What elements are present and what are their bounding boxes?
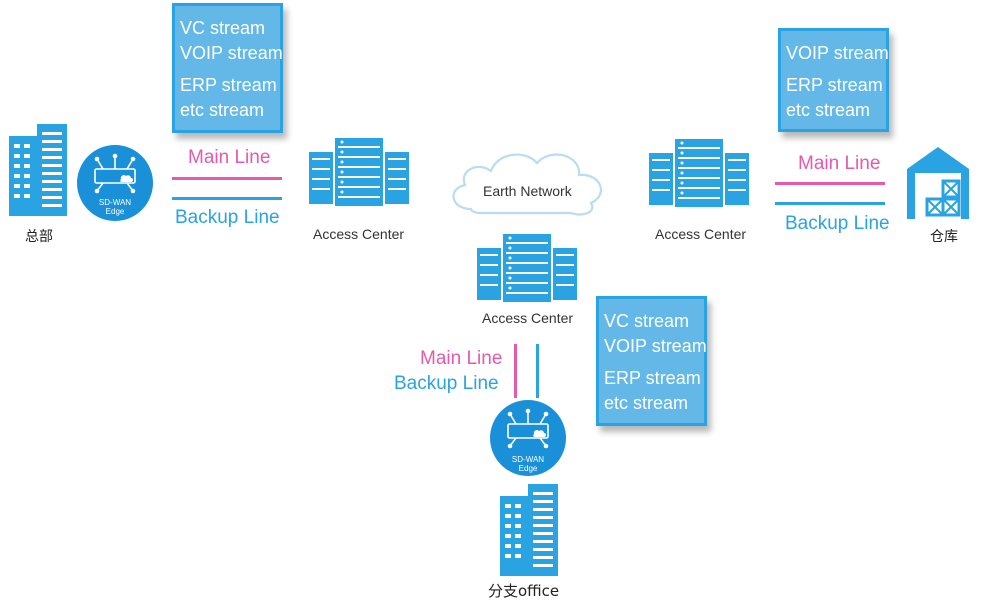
office-building-icon	[498, 484, 560, 576]
branch-stream-item: VOIP stream	[604, 336, 707, 356]
warehouse-stream-item: VOIP stream	[786, 43, 889, 63]
office-building-icon	[7, 124, 69, 216]
warehouse-stream-item: etc stream	[786, 100, 871, 120]
hq-main-line	[172, 177, 282, 180]
hq-sd-wan-edge: SD-WAN Edge	[75, 143, 155, 223]
warehouse-label: 仓库	[930, 229, 958, 245]
branch-backup-line-label: Backup Line	[394, 373, 499, 394]
hq-stream-item: ERP stream	[180, 75, 277, 95]
left-access-center-label: Access Center	[313, 226, 405, 242]
hq-label: 总部	[25, 229, 53, 245]
branch-main-line	[514, 344, 517, 398]
hq-backup-line-label: Backup Line	[175, 207, 280, 228]
hq-backup-line	[172, 197, 282, 200]
center-access-center-label: Access Center	[482, 310, 574, 326]
warehouse-backup-line-label: Backup Line	[785, 213, 890, 234]
edge-label-line2: Edge	[105, 207, 125, 216]
hq-stream-item: etc stream	[180, 100, 265, 120]
server-rack-icon	[649, 139, 749, 207]
server-rack-icon	[477, 234, 577, 302]
branch-sd-wan-edge: SD-WAN Edge	[488, 398, 568, 478]
hq-stream-box: VC stream VOIP stream ERP stream etc str…	[172, 3, 283, 133]
edge-label-line2: Edge	[518, 464, 538, 473]
warehouse-stream-item: ERP stream	[786, 75, 883, 95]
hq-stream-item: VOIP stream	[180, 43, 283, 63]
branch-label: 分支office	[488, 582, 560, 600]
warehouse-main-line	[775, 182, 885, 185]
server-rack-icon	[309, 138, 409, 206]
branch-stream-item: ERP stream	[604, 368, 701, 388]
right-access-center-label: Access Center	[655, 226, 747, 242]
hq-stream-item: VC stream	[180, 18, 266, 38]
branch-stream-item: VC stream	[604, 311, 690, 331]
branch-backup-line	[536, 344, 539, 398]
warehouse-stream-box: VOIP stream ERP stream etc stream	[778, 28, 889, 132]
branch-stream-item: etc stream	[604, 393, 689, 413]
warehouse-icon	[907, 147, 969, 219]
hq-main-line-label: Main Line	[188, 147, 271, 168]
earth-network-label: Earth Network	[483, 183, 572, 199]
branch-main-line-label: Main Line	[420, 348, 503, 369]
warehouse-backup-line	[775, 202, 885, 205]
edge-label-line1: SD-WAN	[98, 198, 132, 207]
cloud-icon	[452, 153, 602, 216]
warehouse-main-line-label: Main Line	[798, 153, 881, 174]
edge-label-line1: SD-WAN	[511, 455, 545, 464]
branch-stream-box: VC stream VOIP stream ERP stream etc str…	[596, 296, 707, 426]
